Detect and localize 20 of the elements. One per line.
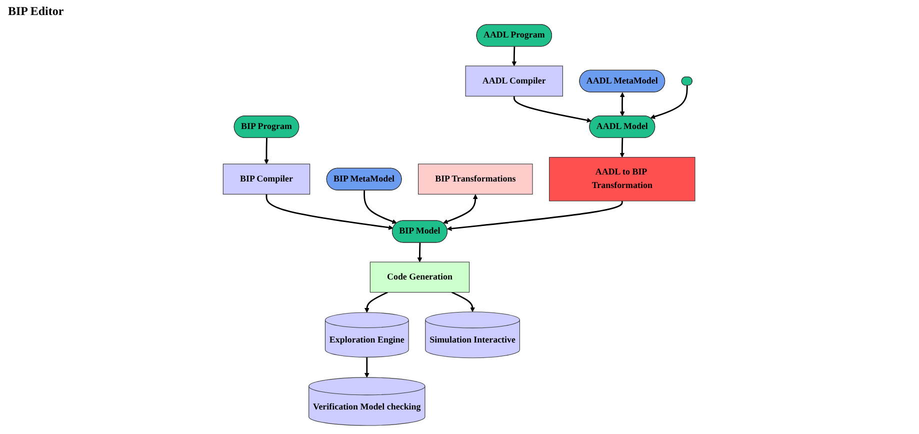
arrow xyxy=(443,194,478,224)
arrow xyxy=(364,292,388,313)
annotation-text: BIP Editor xyxy=(8,4,64,18)
arrow xyxy=(650,86,688,119)
arrow xyxy=(620,92,626,116)
node-box: BIP Transformations xyxy=(418,164,534,195)
arrow xyxy=(620,138,626,158)
arrow xyxy=(447,200,624,231)
arrow xyxy=(512,46,518,66)
arrow xyxy=(264,138,270,164)
arrow xyxy=(452,292,476,312)
arrow xyxy=(514,96,592,123)
arrow xyxy=(364,190,398,224)
node-box: Code Generation xyxy=(370,262,470,293)
arrow xyxy=(364,357,370,378)
node-box: AADL to BIP Transformation xyxy=(549,156,696,202)
node-box: AADL Compiler xyxy=(466,66,564,96)
arrow xyxy=(266,194,394,230)
node-box: BIP Compiler xyxy=(223,164,311,195)
arrow xyxy=(418,242,423,262)
